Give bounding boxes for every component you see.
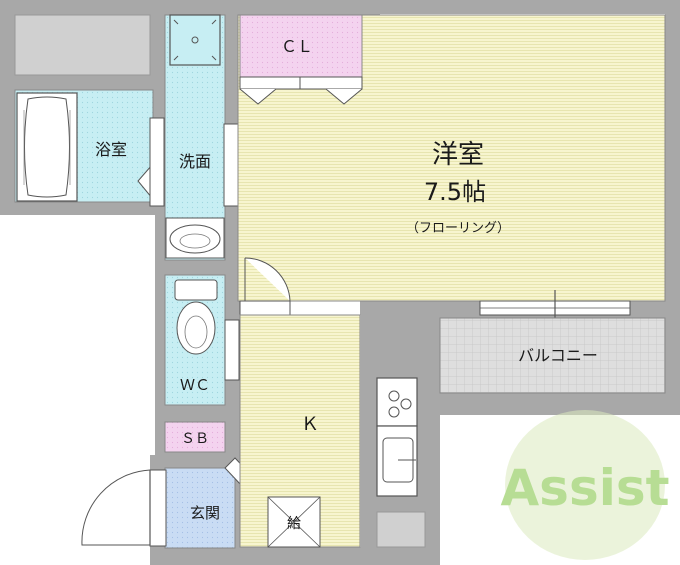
entrance-door-icon	[81, 469, 167, 547]
washroom-door-frame	[223, 123, 239, 207]
bath-label: 浴室	[95, 140, 127, 159]
water-heater-label: 給	[287, 516, 301, 532]
entrance-label: 玄関	[190, 504, 220, 522]
washer-drain-icon	[191, 36, 199, 44]
western-room-floor: （フローリング）	[406, 221, 510, 236]
western-room-size: 7.5帖	[424, 178, 486, 206]
fridge-space	[376, 511, 426, 548]
bath-door-frame	[149, 117, 165, 207]
svg-text:Assist: Assist	[500, 459, 669, 517]
bathtub-icon	[16, 92, 78, 202]
western-door-icon	[239, 257, 291, 316]
toilet-label: ＷＣ	[180, 376, 210, 394]
washer-icon	[169, 14, 221, 66]
storage-block	[14, 14, 151, 76]
toilet-icon	[174, 279, 218, 355]
balcony	[439, 317, 666, 394]
shoebox	[164, 421, 226, 453]
closet-label: ＣＬ	[281, 37, 313, 56]
kitchen-sink-icon	[376, 425, 418, 497]
balcony-label: バルコニー	[518, 346, 598, 365]
washroom-label: 洗面	[179, 152, 211, 171]
closet-doors-icon	[239, 76, 363, 105]
shoebox-label: ＳＢ	[181, 431, 209, 447]
sink-icon	[165, 217, 225, 259]
closet	[239, 14, 363, 78]
water-heater-icon	[267, 496, 321, 548]
western-room-name: 洋室	[432, 140, 484, 170]
kitchen-label: Ｋ	[301, 414, 319, 435]
assist-logo: Assist	[500, 410, 670, 560]
entrance	[164, 467, 236, 549]
stove-icon	[376, 377, 418, 427]
